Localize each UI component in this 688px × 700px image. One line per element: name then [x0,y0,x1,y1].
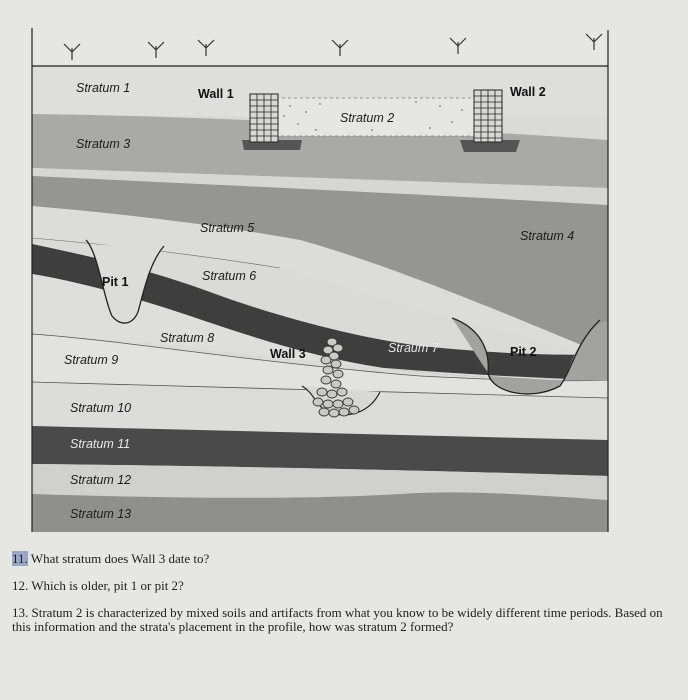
wall-1-label: Wall 1 [198,87,234,101]
stratum-8-band [32,274,608,380]
pit-1-fill [88,244,162,324]
stratum-6-band [32,244,608,379]
pit-1-outline [85,239,165,324]
question-11-number: 11. [12,551,28,566]
stratum-13-band [32,492,608,532]
question-12-text: Which is older, pit 1 or pit 2? [31,578,184,593]
stratum-6-label: Stratum 6 [202,269,256,283]
pit-1-label: Pit 1 [102,275,128,289]
stratum-11-label: Stratum 11 [70,437,130,451]
stratum-10-label: Stratum 10 [70,401,131,415]
pit-2-label: Pit 2 [510,345,536,359]
wall-1-structure [242,93,302,150]
stratum-8-label: Stratum 8 [160,331,214,345]
stratum-12-band [32,464,608,500]
stratum-2-label: Stratum 2 [340,111,394,125]
stratigraphy-profile-diagram: Stratum 1 Stratum 2 Stratum 3 Stratum 4 … [31,28,609,532]
question-13: 13. Stratum 2 is characterized by mixed … [12,606,664,634]
pit-2-outline [451,317,601,395]
stratum-4-label: Stratum 4 [520,229,574,243]
stratum-5-band [32,206,608,358]
stratum-gap-band [32,168,608,205]
grass-tufts [63,33,603,60]
stratum-5-label: Stratum 5 [200,221,254,235]
question-13-number: 13. [12,605,29,620]
stratum-4-band [32,176,608,356]
question-11-text: What stratum does Wall 3 date to? [30,551,210,566]
question-13-text: Stratum 2 is characterized by mixed soil… [12,605,663,634]
wall-2-structure [460,89,520,152]
stratum-9-label: Stratum 9 [64,353,118,367]
stratum-11-band [32,426,608,476]
wall-3-label: Wall 3 [270,347,306,361]
question-12: 12. Which is older, pit 1 or pit 2? [12,579,664,593]
wall-3-stones [312,337,360,418]
question-12-number: 12. [12,578,29,593]
stratum-13-label: Stratum 13 [70,507,131,521]
stratum-3-label: Stratum 3 [76,137,130,151]
pit-2-fill [452,318,608,394]
wall-2-label: Wall 2 [510,85,546,99]
question-list: 11. What stratum does Wall 3 date to? 12… [12,551,664,647]
stratum-12-label: Stratum 12 [70,473,131,487]
stratum-7-label: Straum 7 [388,341,440,355]
question-11: 11. What stratum does Wall 3 date to? [12,551,664,566]
stratum-2-speckles [283,101,463,131]
stratum-2-fill [275,97,475,137]
stratum-1-label: Stratum 1 [76,81,130,95]
